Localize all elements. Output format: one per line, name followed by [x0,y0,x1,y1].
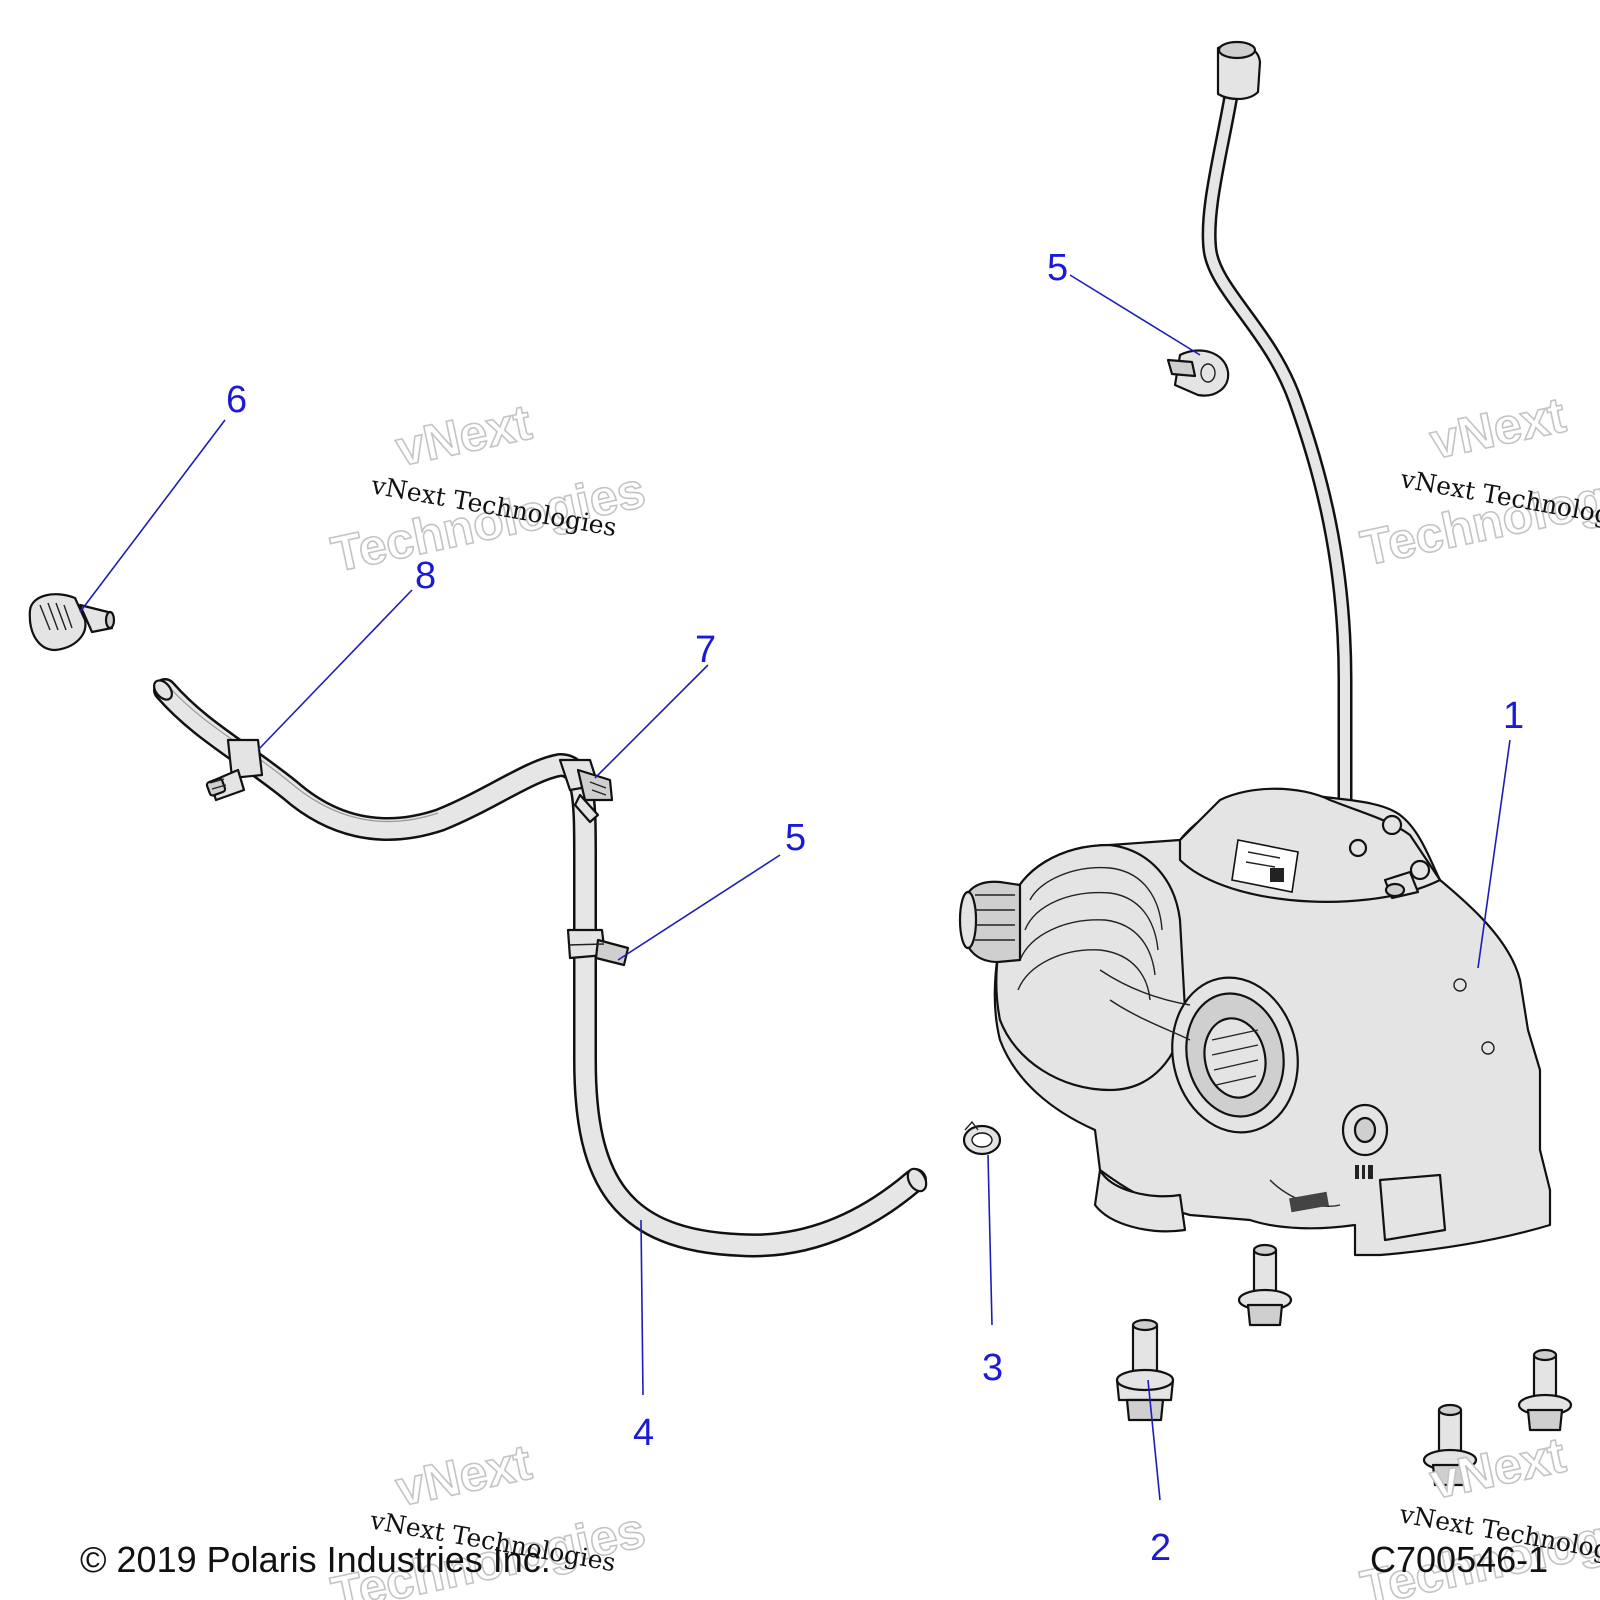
hose-bracket-clip [558,758,614,824]
front-gearcase [958,787,1552,1257]
mounting-bolt [1517,1348,1573,1432]
svg-text:vNext: vNext [1425,387,1570,470]
hose-cable-tie [566,928,630,967]
callout-7: 7 [695,629,716,671]
leader-5a [1069,274,1201,356]
mounting-bolt [1237,1243,1293,1327]
leader-5b [617,854,781,961]
leader-1 [1477,739,1511,969]
diagram-id: C700546-1 [1370,1539,1548,1580]
watermark-top-right: vNext Technologies vNext Technologies [1355,386,1600,578]
leader-7 [594,664,709,779]
hose-clamp [962,1120,1002,1156]
breather-hose [153,678,928,1258]
callout-6: 6 [226,379,247,421]
leader-6 [79,419,226,613]
leader-4 [640,1219,644,1396]
watermark-top-left: vNext Technologies vNext Technologies [326,393,651,583]
gearcase-vent-tube [1201,40,1353,838]
leader-lines [79,274,1511,1501]
callout-2: 2 [1150,1527,1171,1569]
callout-numbers: 1 2 3 4 5 5 6 7 8 [226,247,1524,1569]
callout-5-upper: 5 [1047,247,1068,289]
mounting-bolt [1422,1403,1478,1487]
nut-clip [1166,349,1230,397]
vent-fitting [28,593,116,652]
callout-5-lower: 5 [785,817,806,859]
callout-8: 8 [415,555,436,597]
callout-1: 1 [1503,695,1524,737]
leader-3 [987,1154,993,1326]
callout-3: 3 [982,1347,1003,1389]
barcode-mark [1289,1165,1373,1213]
callout-4: 4 [633,1412,654,1454]
leader-2 [1147,1379,1161,1501]
leader-8 [257,589,413,751]
svg-text:vNext: vNext [391,1434,536,1517]
mounting-bolt [1115,1318,1175,1422]
hose-pushpin-clip [205,738,264,802]
svg-text:vNext: vNext [391,394,536,477]
copyright-text: © 2019 Polaris Industries Inc. [80,1539,551,1580]
